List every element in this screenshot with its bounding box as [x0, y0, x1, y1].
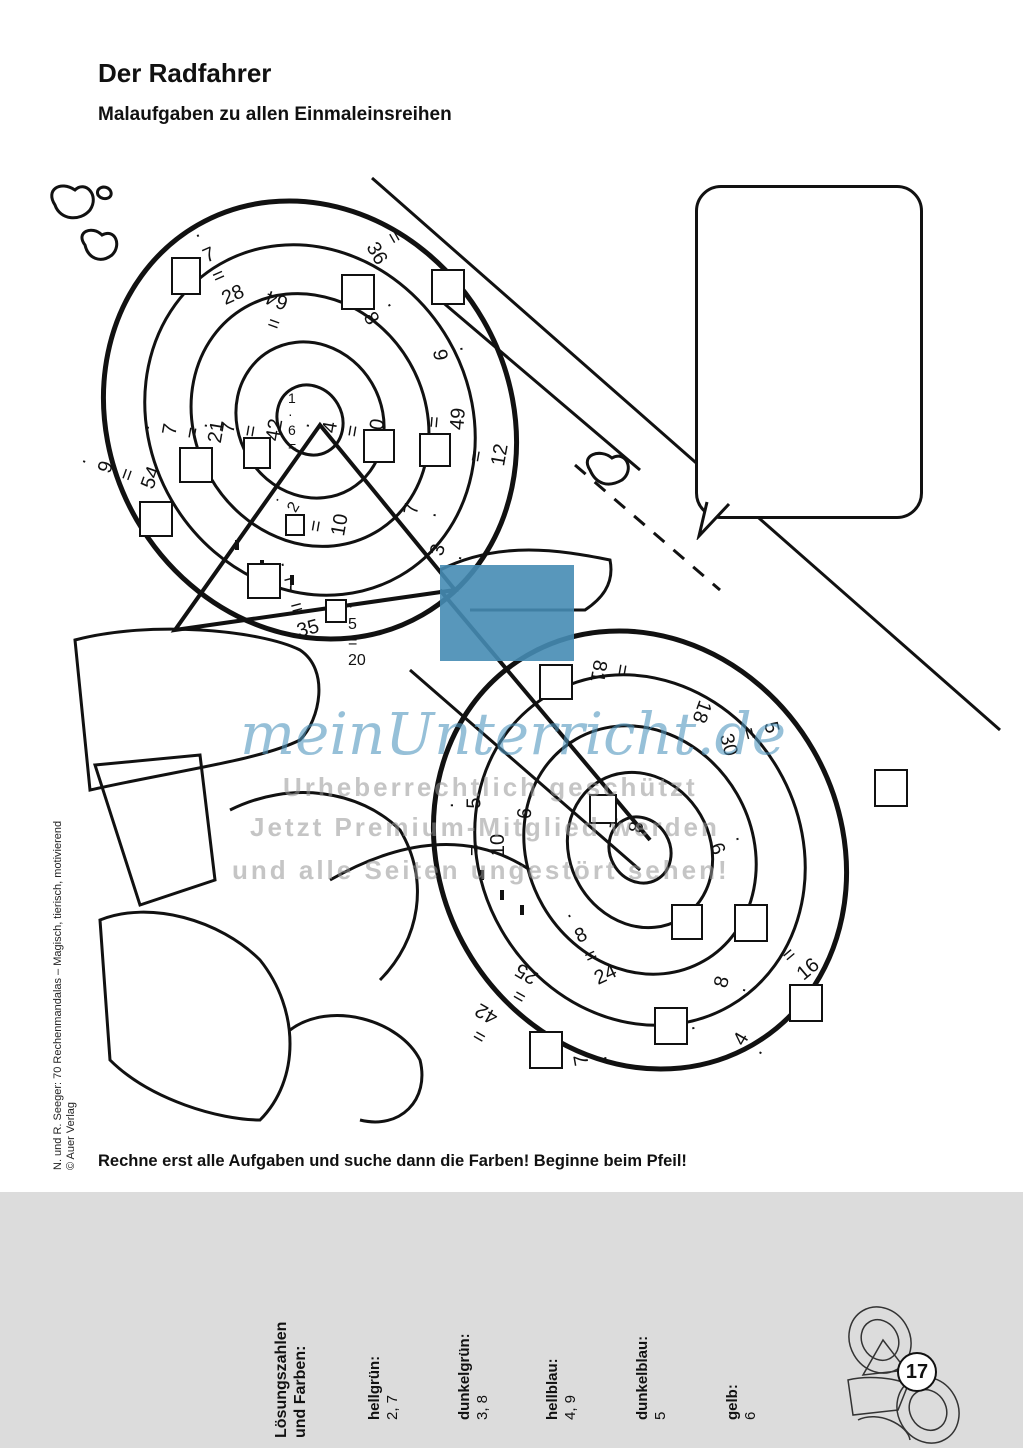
watermark-line: Urheberrechtlich geschützt	[283, 772, 698, 802]
answer-box[interactable]	[671, 904, 703, 940]
solution-numbers: 6	[742, 1411, 759, 1420]
answer-box[interactable]	[179, 447, 213, 483]
watermark-line: und alle Seiten ungestört sehen!	[232, 855, 730, 885]
answer-box[interactable]	[171, 257, 201, 295]
solution-color-name: hellblau:	[544, 1358, 561, 1420]
solution-numbers: 2, 7	[384, 1394, 401, 1420]
solution-color-name: dunkelgrün:	[456, 1333, 473, 1420]
watermark-line: Jetzt Premium-Mitglied werden	[250, 812, 720, 842]
solution-item: hellblau: 4, 9	[544, 1358, 580, 1420]
solution-numbers: 3, 8	[474, 1394, 491, 1420]
answer-box[interactable]	[325, 599, 347, 623]
answer-box[interactable]	[589, 794, 617, 824]
answer-box[interactable]	[734, 904, 768, 942]
solution-item: gelb: 6	[724, 1384, 760, 1420]
answer-boxes	[139, 257, 908, 1069]
solution-numbers: 4, 9	[562, 1394, 579, 1420]
rider-hand	[289, 1014, 424, 1124]
rider-shorts	[93, 753, 217, 907]
page-subtitle: Malaufgaben zu allen Einmaleinsreihen	[98, 104, 452, 125]
answer-box[interactable]	[419, 433, 451, 467]
solution-item: dunkelblau: 5	[634, 1336, 670, 1420]
answer-box[interactable]	[243, 437, 271, 469]
credit-line: N. und R. Seeger: 70 Rechenmandalas – Ma…	[52, 820, 64, 1170]
answer-box[interactable]	[529, 1031, 563, 1069]
task: 1 · 6 =	[288, 390, 297, 454]
solution-color-name: hellgrün:	[366, 1355, 383, 1420]
credit-line: © Auer Verlag	[65, 1101, 77, 1170]
speech-bubble	[695, 185, 923, 519]
watermark-logo: meinUnterricht.de	[240, 700, 787, 768]
rider-foot	[439, 548, 613, 612]
task: · 5 = 20	[348, 598, 366, 669]
page-title: Der Radfahrer	[98, 58, 272, 88]
instruction-text: Rechne erst alle Aufgaben und suche dann…	[98, 1152, 687, 1170]
solution-title-line: und Farben:	[292, 1345, 309, 1438]
answer-box[interactable]	[247, 563, 281, 599]
answer-box[interactable]	[539, 664, 573, 700]
rider-helmet	[98, 910, 292, 1122]
answer-box[interactable]	[789, 984, 823, 1022]
answer-box[interactable]	[285, 514, 305, 536]
answer-box[interactable]	[654, 1007, 688, 1045]
rider-leg	[73, 627, 321, 792]
solution-color-name: gelb:	[724, 1384, 741, 1420]
watermark-logo-icon	[440, 565, 574, 661]
answer-box[interactable]	[341, 274, 375, 310]
credit-text: N. und R. Seeger: 70 Rechenmandalas – Ma…	[52, 690, 78, 1170]
solution-numbers: 5	[652, 1411, 669, 1420]
solution-item: hellgrün: 2, 7	[366, 1356, 402, 1420]
answer-box[interactable]	[874, 769, 908, 807]
dust-cloud	[50, 184, 95, 220]
solution-item: dunkelgrün: 3, 8	[456, 1333, 492, 1420]
speech-bubble-tail	[696, 501, 731, 540]
solution-title-line: Lösungszahlen	[273, 1321, 290, 1438]
answer-box[interactable]	[431, 269, 465, 305]
bike-frame	[170, 421, 459, 633]
road-line	[371, 176, 1001, 732]
page-number: 17	[897, 1352, 937, 1392]
cyclist-thumbnail	[847, 1306, 960, 1444]
answer-box[interactable]	[139, 501, 173, 537]
answer-box[interactable]	[363, 429, 395, 463]
solution-color-name: dunkelblau:	[634, 1335, 651, 1420]
solution-heading: Lösungszahlen und Farben:	[272, 1322, 310, 1438]
rider-back	[229, 791, 419, 982]
